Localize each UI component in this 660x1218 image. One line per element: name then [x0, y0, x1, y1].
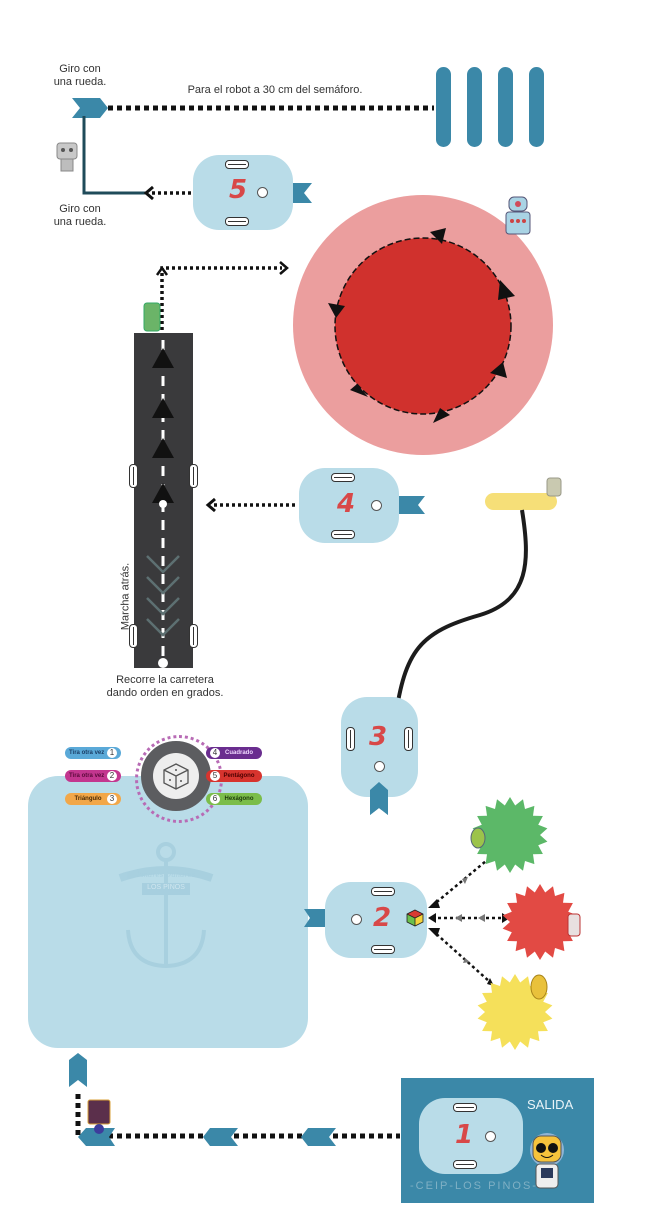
station-1-number: 1	[455, 1120, 474, 1150]
station-3-number: 3	[369, 722, 388, 752]
dice-face-label: Hexágono	[224, 796, 254, 802]
stop-instruction: Para el robot a 30 cm del semáforo.	[187, 84, 363, 96]
emblem-name: LOS PINOS	[147, 884, 185, 891]
station-1[interactable]: 1	[419, 1098, 523, 1174]
wheel	[331, 473, 355, 482]
dice-badge	[141, 741, 211, 811]
dice-paths	[431, 855, 506, 983]
dice-face-3: Triángulo 3	[65, 793, 121, 805]
cube-icon	[163, 763, 189, 790]
station-4[interactable]: 4	[299, 468, 399, 543]
salida-label: SALIDA	[527, 1097, 574, 1112]
wheel	[331, 530, 355, 539]
wheel	[225, 160, 249, 169]
robot-mascot-salida	[530, 1133, 564, 1189]
dice-face-2: Tira otra vez 2	[65, 770, 121, 782]
path-flag	[203, 1128, 238, 1146]
dice-face-4: 4 Cuadrado	[206, 747, 262, 759]
sensor-dot	[257, 187, 268, 198]
traffic-light-bar	[467, 67, 482, 147]
school-name: -CEIP-LOS PINOS-	[410, 1180, 538, 1192]
road-instruction: Recorre la carretera dando orden en grad…	[95, 674, 235, 700]
dice-face-label: Tira otra vez	[69, 773, 105, 779]
exit-flag	[69, 1053, 87, 1087]
wheel	[404, 727, 413, 751]
station-4-number: 4	[337, 489, 356, 519]
turn-label-bottom-line1: Giro con	[59, 203, 101, 215]
wheel	[371, 887, 395, 896]
road-reverse-chevrons	[146, 555, 180, 637]
robot-mascot-road	[143, 302, 161, 332]
wheel	[453, 1160, 477, 1169]
dice-face-number: 3	[107, 794, 117, 804]
road-wheel	[129, 624, 138, 648]
turn-label-bottom-line2: una rueda.	[53, 216, 107, 228]
robot-mascot-yellow	[546, 477, 562, 497]
wheel	[371, 945, 395, 954]
path-flag	[301, 1128, 336, 1146]
circle-arrows	[328, 228, 515, 423]
road-wheel	[189, 624, 198, 648]
dice-face-5: 5 Pentágono	[206, 770, 262, 782]
dice-face-number: 4	[210, 748, 220, 758]
robot-mascot-red	[567, 913, 581, 937]
turn-label-top-line2: una rueda.	[53, 76, 107, 88]
dice-face-number: 1	[107, 748, 117, 758]
station-2-number: 2	[373, 903, 392, 933]
station-5-number: 5	[229, 175, 248, 205]
sensor-dot	[371, 500, 382, 511]
traffic-light-bars	[436, 67, 544, 147]
robot-mascot-green	[470, 827, 486, 849]
road-forward-arrows	[152, 348, 174, 503]
station-2[interactable]: 2	[325, 882, 427, 958]
dice-face-label: Cuadrado	[224, 750, 253, 756]
dice-face-label: Pentágono	[223, 773, 255, 779]
turn-label-top-line1: Giro con	[59, 63, 101, 75]
road-wheel	[129, 464, 138, 488]
color-dice-icon	[406, 909, 424, 927]
dice-face-number: 6	[210, 794, 220, 804]
robot-mascot-circle	[505, 196, 531, 235]
robot-mascot-gold	[530, 974, 548, 1000]
star-red[interactable]	[500, 882, 580, 962]
sensor-dot	[351, 914, 362, 925]
station-3[interactable]: 3	[341, 697, 418, 797]
dice-face-label: Triángulo	[74, 796, 102, 802]
turn-label-bottom: Giro con una rueda.	[40, 203, 120, 229]
start-path	[75, 1094, 400, 1139]
wheel	[346, 727, 355, 751]
station-3-flag-overlay	[370, 782, 388, 815]
dice-face-label: Tira otra vez	[69, 750, 105, 756]
yellow-bar	[485, 493, 557, 510]
emblem-banner: Pinares Dunares	[136, 871, 196, 879]
wheel	[453, 1103, 477, 1112]
dice-icon	[153, 753, 199, 799]
dice-face-1: Tira otra vez 1	[65, 747, 121, 759]
traffic-light-bar	[529, 67, 544, 147]
turn-label-top: Giro con una rueda.	[40, 63, 120, 89]
circle-inner	[334, 237, 512, 415]
road-wheel	[189, 464, 198, 488]
traffic-light-bar	[436, 67, 451, 147]
turn-path	[82, 116, 148, 195]
school-emblem	[118, 842, 214, 969]
robot-mascot-exit	[87, 1099, 111, 1134]
dice-face-number: 2	[107, 771, 117, 781]
dice-face-number: 5	[210, 771, 220, 781]
sensor-dot	[374, 761, 385, 772]
sensor-dot	[485, 1131, 496, 1142]
station-5[interactable]: 5	[193, 155, 293, 230]
curve-path	[393, 509, 528, 721]
traffic-light-bar	[498, 67, 513, 147]
road-instruction-line2: dando orden en grados.	[106, 687, 224, 699]
robot-mascot-top-left	[56, 142, 78, 172]
wheel	[225, 217, 249, 226]
top-turn-flag	[72, 98, 108, 118]
dice-face-6: 6 Hexágono	[206, 793, 262, 805]
road-instruction-line1: Recorre la carretera	[116, 674, 214, 686]
star-green[interactable]	[470, 795, 550, 875]
